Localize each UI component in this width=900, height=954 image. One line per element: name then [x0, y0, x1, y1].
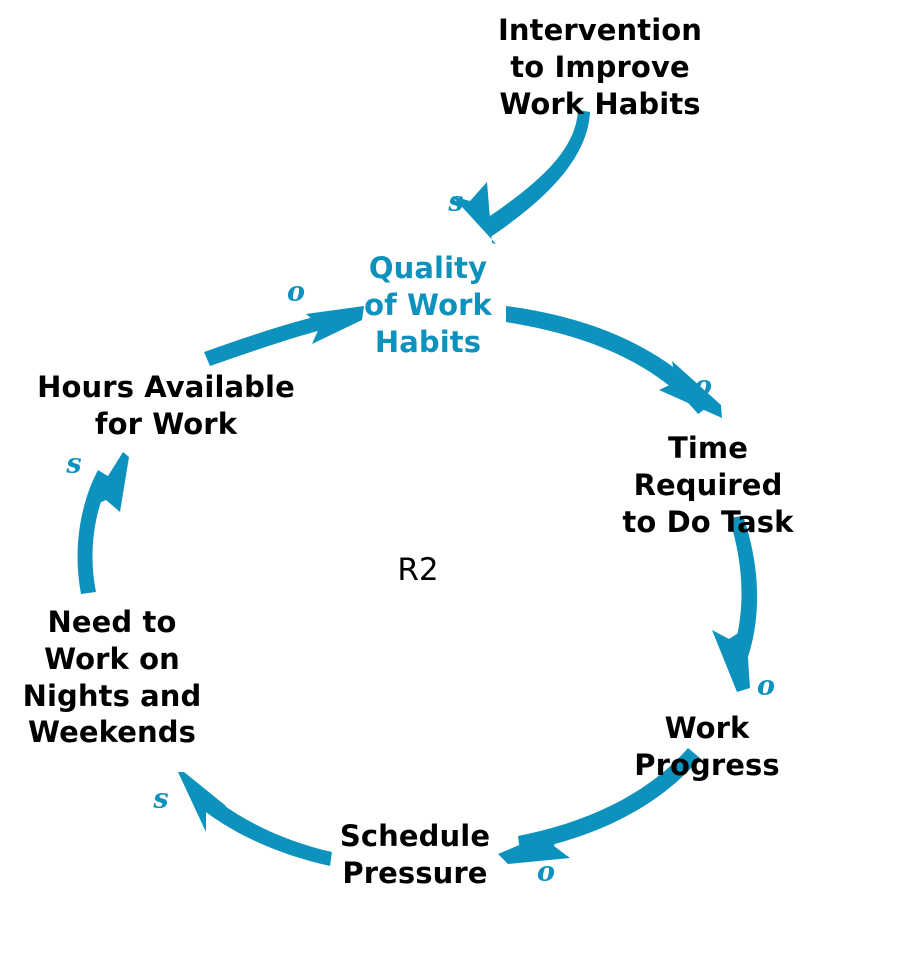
node-schedule-pressure: Schedule Pressure [339, 819, 491, 890]
node-need-to-work-nights-weekends: Need to Work on Nights and Weekends [22, 605, 202, 750]
link-quality-to-time-required [506, 306, 722, 418]
polarity-schedule-pressure-to-need-to-work: s [153, 783, 169, 815]
link-work-progress-to-schedule-pressure [498, 748, 700, 864]
link-hours-available-to-quality [204, 306, 364, 366]
node-intervention: Intervention to Improve Work Habits [497, 13, 703, 121]
node-quality-of-work-habits: Quality of Work Habits [364, 251, 492, 359]
link-intervention-to-quality [452, 110, 590, 244]
node-time-required-to-do-task: Time Required to Do Task [622, 431, 794, 539]
link-schedule-pressure-to-need-to-work [178, 772, 332, 866]
loop-identifier-r2: R2 [397, 552, 439, 588]
polarity-time-required-to-work-progress: o [756, 670, 776, 702]
node-work-progress: Work Progress [634, 711, 780, 782]
node-hours-available-for-work: Hours Available for Work [37, 370, 295, 441]
polarity-work-progress-to-schedule-pressure: o [536, 856, 556, 888]
polarity-quality-to-time-required: o [693, 370, 713, 402]
link-time-required-to-work-progress [712, 516, 758, 692]
polarity-need-to-work-to-hours-available: s [66, 448, 82, 480]
link-need-to-work-to-hours-available [77, 452, 129, 594]
polarity-hours-available-to-quality: o [286, 276, 306, 308]
polarity-intervention-to-quality: s [448, 186, 464, 218]
